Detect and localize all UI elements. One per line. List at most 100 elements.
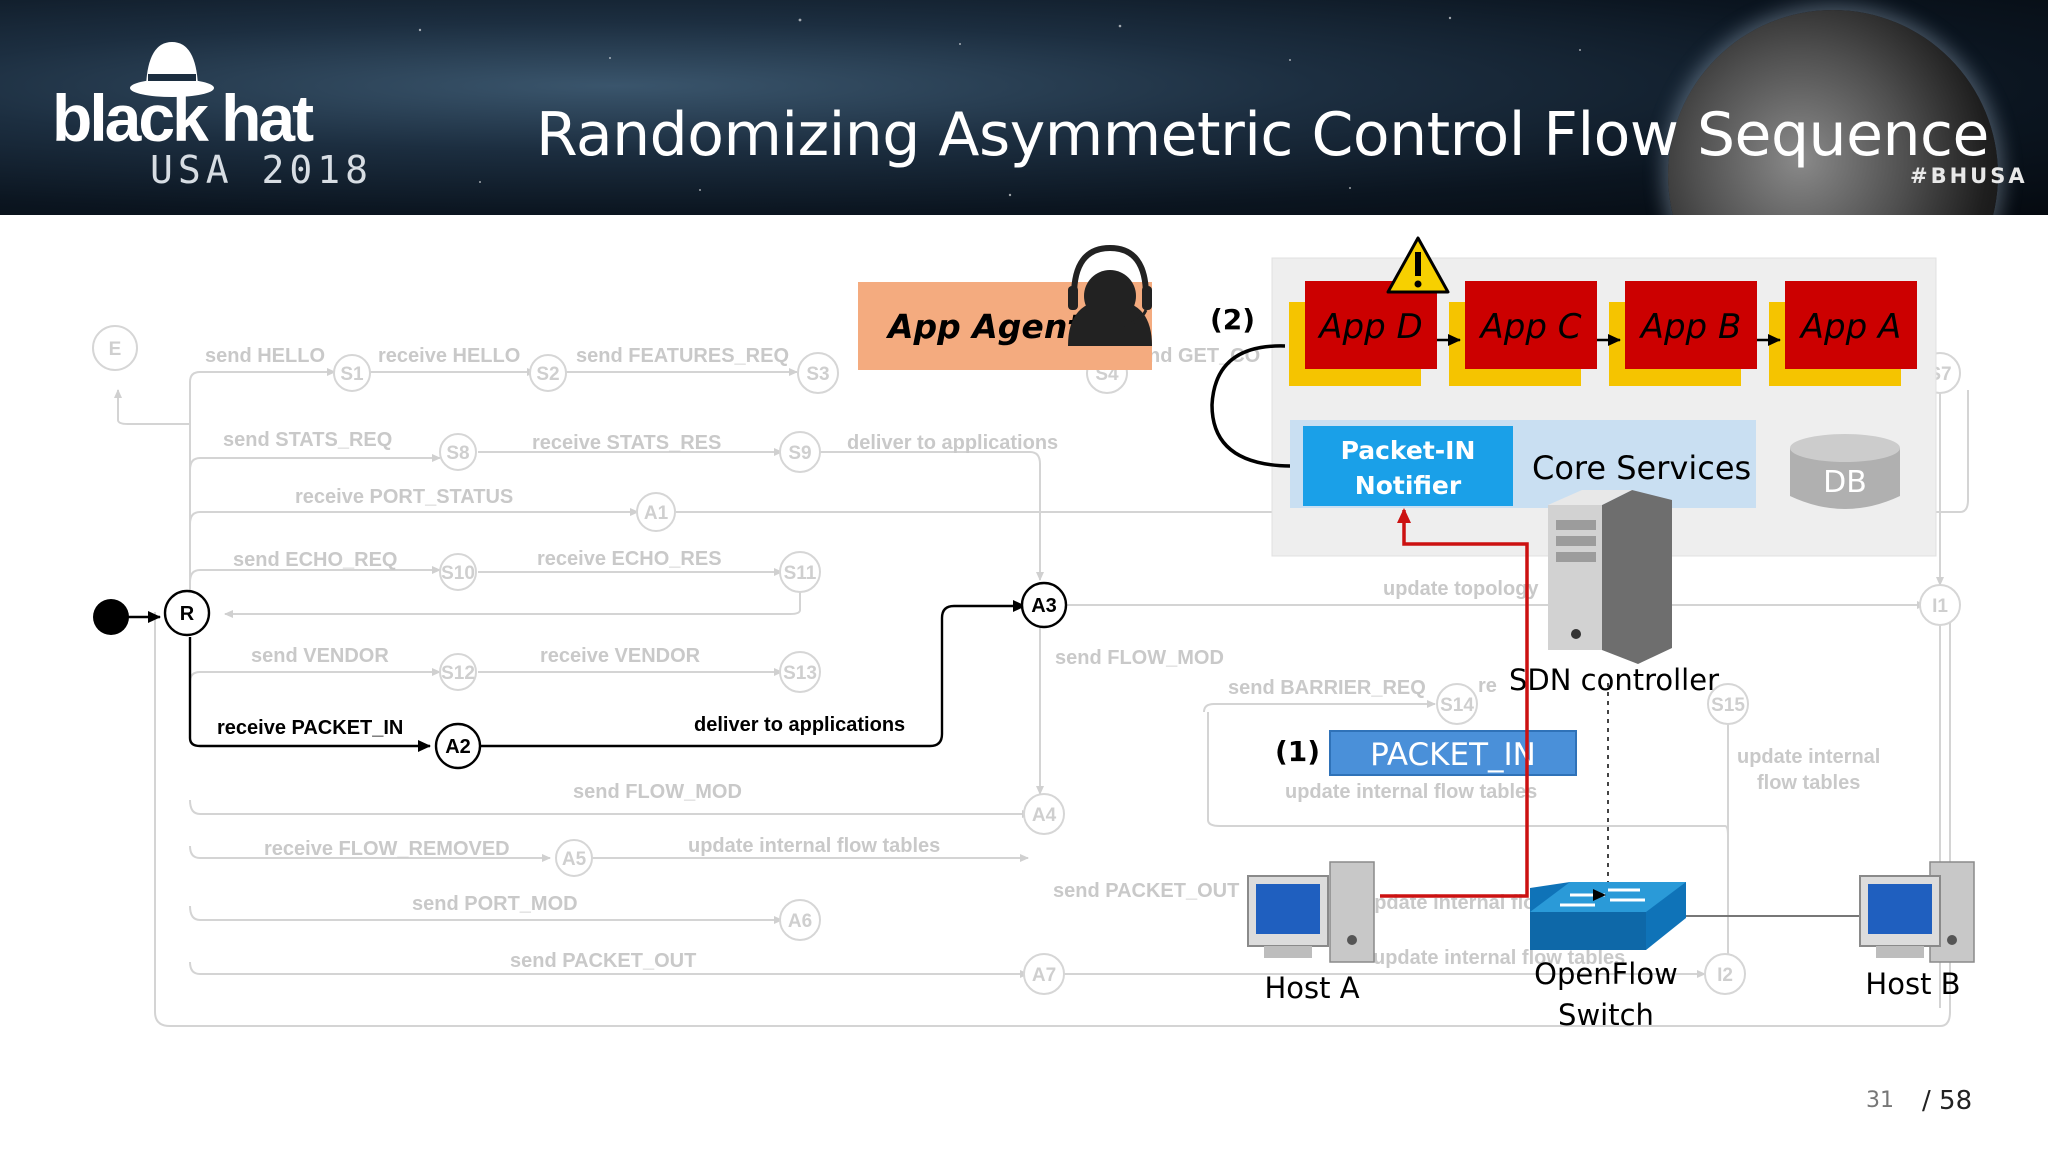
- db-cylinder-icon: DB: [1790, 434, 1900, 509]
- svg-text:receive FLOW_REMOVED: receive FLOW_REMOVED: [264, 838, 510, 860]
- svg-text:nd GET_CO: nd GET_CO: [1148, 345, 1260, 367]
- svg-text:update internal: update internal: [1737, 746, 1880, 768]
- svg-text:deliver to applications: deliver to applications: [847, 432, 1058, 454]
- svg-text:update internal flow tables: update internal flow tables: [1285, 781, 1537, 803]
- app-c-label: App C: [1479, 307, 1582, 347]
- svg-text:receive HELLO: receive HELLO: [378, 345, 520, 367]
- node-S14: [1436, 683, 1478, 725]
- node-A6: [779, 899, 821, 941]
- node-A4: [1023, 793, 1065, 835]
- host-a-computer-icon: [1247, 861, 1375, 963]
- node-A2: [434, 722, 482, 770]
- fsm-edges-faded: [114, 368, 1969, 1027]
- spy-hat-icon: [130, 42, 214, 97]
- node-I2: [1704, 953, 1746, 995]
- node-S15: [1707, 683, 1749, 725]
- headset-agent-icon: [1068, 244, 1152, 346]
- app-c-box: [1465, 281, 1597, 369]
- app-d-label: App D: [1317, 307, 1422, 347]
- svg-text:re: re: [1478, 675, 1497, 697]
- start-node: [93, 599, 129, 635]
- host-b-computer-icon: [1859, 861, 1975, 963]
- slide-header: black hat USA 2018 Randomizing Asymmetri…: [0, 0, 2048, 215]
- svg-text:update topology: update topology: [1383, 578, 1539, 600]
- node-S1: [333, 354, 371, 392]
- svg-text:send FLOW_MOD: send FLOW_MOD: [1055, 647, 1224, 669]
- server-tower-icon: [1548, 490, 1672, 664]
- svg-text:receive PORT_STATUS: receive PORT_STATUS: [295, 486, 513, 508]
- packet-in-notifier-box: [1303, 426, 1513, 506]
- core-services-label: Core Services: [1532, 449, 1751, 487]
- svg-text:S3: S3: [806, 364, 829, 385]
- svg-text:S12: S12: [441, 663, 475, 684]
- page-current: 31: [1866, 1088, 1894, 1113]
- node-S12: [439, 653, 477, 691]
- svg-text:deliver to applications: deliver to applications: [694, 714, 905, 736]
- host-b-label: Host B: [1865, 967, 1960, 1001]
- core-services-box: Packet-IN Notifier Core Services: [1290, 420, 1756, 508]
- svg-text:receive PACKET_IN: receive PACKET_IN: [217, 717, 403, 739]
- node-S2: [529, 354, 567, 392]
- page-title: Randomizing Asymmetric Control Flow Sequ…: [536, 100, 1989, 170]
- app-agent-label: App Agent: [885, 307, 1084, 346]
- svg-text:S1: S1: [340, 364, 364, 385]
- svg-text:S10: S10: [441, 563, 475, 584]
- svg-text:A3: A3: [1031, 595, 1057, 617]
- switch-label-2: Switch: [1558, 998, 1654, 1032]
- svg-text:S11: S11: [784, 563, 817, 584]
- svg-text:receive ECHO_RES: receive ECHO_RES: [537, 548, 722, 570]
- node-S9: [779, 431, 821, 473]
- svg-text:send FLOW_MOD: send FLOW_MOD: [573, 781, 742, 803]
- app-d-box: [1305, 281, 1437, 369]
- db-label: DB: [1823, 465, 1867, 500]
- app-a-label: App A: [1799, 307, 1902, 347]
- svg-text:A1: A1: [644, 503, 669, 524]
- node-S11: [779, 551, 821, 593]
- warning-icon: [1386, 236, 1450, 294]
- app-a-box: [1785, 281, 1917, 369]
- notifier-label-1: Packet-IN: [1341, 436, 1476, 465]
- svg-text:flow tables: flow tables: [1757, 772, 1860, 794]
- node-I1: [1919, 584, 1961, 626]
- node-S8: [439, 433, 477, 471]
- svg-text:send PACKET_OUT: send PACKET_OUT: [510, 950, 696, 972]
- svg-text:A6: A6: [788, 911, 812, 932]
- node-A7: [1023, 953, 1065, 995]
- packet-in-box: PACKET_IN: [1329, 730, 1577, 776]
- svg-text:S8: S8: [446, 443, 469, 464]
- svg-text:receive VENDOR: receive VENDOR: [540, 645, 701, 667]
- node-S13: [779, 651, 821, 693]
- svg-text:send ECHO_REQ: send ECHO_REQ: [233, 549, 397, 571]
- fsm-active-labels: R A2 A3 receive PACKET_IN deliver to app…: [180, 595, 1057, 758]
- svg-text:E: E: [109, 339, 122, 360]
- svg-text:send BARRIER_REQ: send BARRIER_REQ: [1228, 677, 1426, 699]
- hashtag: #BHUSA: [1910, 164, 2028, 188]
- node-E: [92, 325, 138, 371]
- app-chain: App D App C App B App A: [1289, 281, 1917, 386]
- loop-arrow: [1210, 344, 1291, 468]
- svg-text:A4: A4: [1032, 805, 1057, 826]
- step-2-label: (2): [1210, 303, 1255, 336]
- page-total: / 58: [1922, 1086, 1973, 1116]
- node-S10: [439, 553, 477, 591]
- svg-text:A5: A5: [562, 849, 587, 870]
- fsm-transition-labels-faded: send HELLO receive HELLO send FEATURES_R…: [205, 345, 1880, 972]
- sdn-controller-label: SDN controller: [1509, 663, 1719, 697]
- svg-text:send VENDOR: send VENDOR: [251, 645, 389, 667]
- svg-text:send PACKET_OUT: send PACKET_OUT: [1053, 880, 1239, 902]
- logo-wordmark: black hat: [52, 81, 314, 155]
- svg-text:update internal flow tables: update internal flow tables: [1373, 947, 1625, 969]
- notifier-label-2: Notifier: [1355, 471, 1462, 500]
- svg-text:S14: S14: [1440, 695, 1474, 716]
- node-S3: [797, 352, 839, 394]
- svg-text:R: R: [180, 603, 195, 625]
- svg-text:S13: S13: [783, 663, 817, 684]
- switch-label-1: OpenFlow: [1534, 957, 1678, 991]
- svg-text:update internal flow tables: update internal flow tables: [688, 835, 940, 857]
- node-A1: [636, 492, 676, 532]
- svg-text:I1: I1: [1932, 596, 1948, 617]
- svg-text:S15: S15: [1711, 695, 1745, 716]
- svg-text:send PORT_MOD: send PORT_MOD: [412, 893, 578, 915]
- svg-text:send FEATURES_REQ: send FEATURES_REQ: [576, 345, 789, 367]
